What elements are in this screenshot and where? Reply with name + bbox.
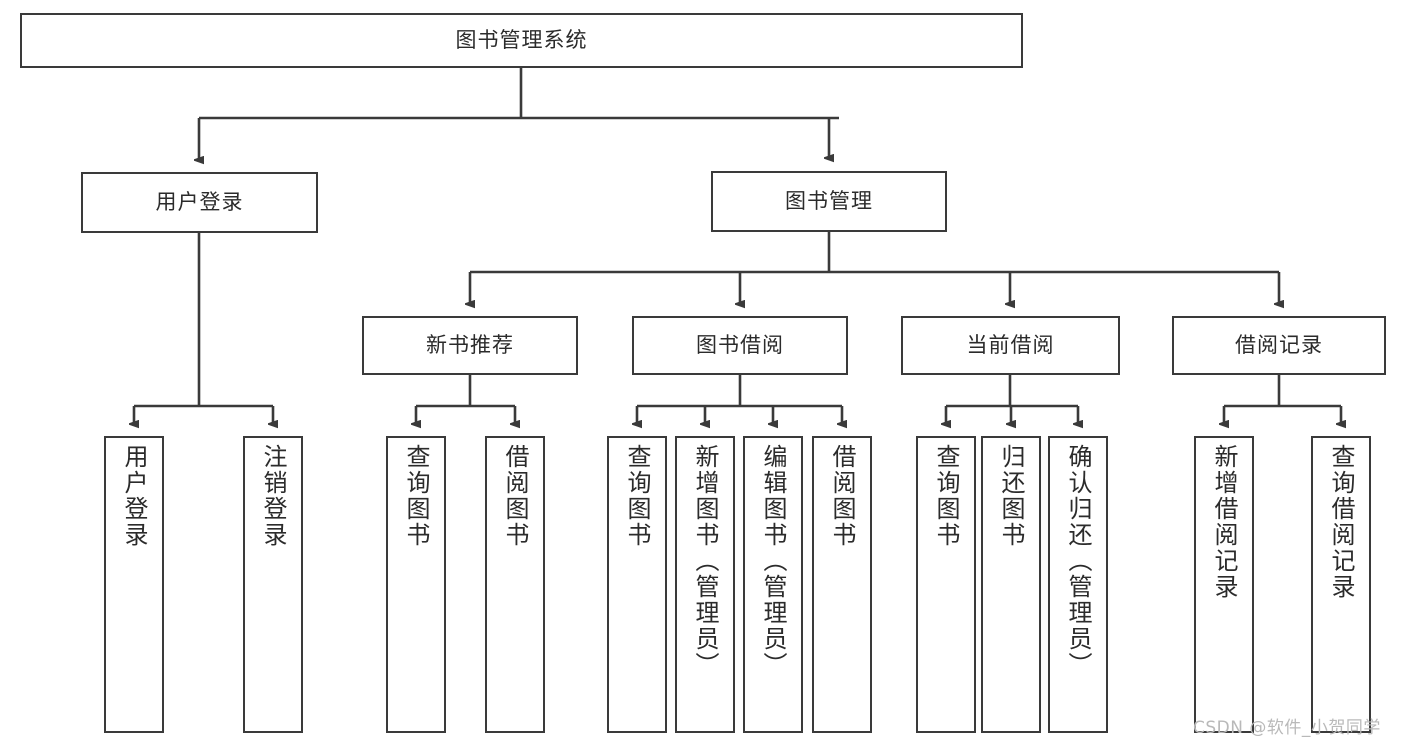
node-book-manage-label: 图书管理 (785, 189, 873, 214)
node-leaf-query-book-1-label: 查询图书 (402, 444, 430, 548)
node-root-label: 图书管理系统 (455, 28, 588, 53)
node-leaf-edit-book[interactable]: 编辑图书（管理员） (743, 436, 803, 733)
node-leaf-user-login[interactable]: 用户登录 (104, 436, 164, 733)
node-leaf-borrow-book-2[interactable]: 借阅图书 (812, 436, 872, 733)
node-leaf-query-book-2[interactable]: 查询图书 (607, 436, 667, 733)
node-leaf-user-login-label: 用户登录 (120, 444, 148, 548)
node-leaf-query-record[interactable]: 查询借阅记录 (1311, 436, 1371, 733)
node-leaf-borrow-book-2-label: 借阅图书 (828, 444, 856, 548)
node-leaf-logout-label: 注销登录 (259, 444, 287, 548)
node-leaf-borrow-book-1-label: 借阅图书 (501, 444, 529, 548)
node-leaf-query-book-1[interactable]: 查询图书 (386, 436, 446, 733)
node-leaf-add-record[interactable]: 新增借阅记录 (1194, 436, 1254, 733)
node-new-book-recommend-label: 新书推荐 (426, 333, 514, 358)
node-leaf-query-book-3-label: 查询图书 (932, 444, 960, 548)
node-leaf-query-book-3[interactable]: 查询图书 (916, 436, 976, 733)
node-leaf-confirm-return-label: 确认归还（管理员） (1064, 444, 1092, 678)
node-current-borrow[interactable]: 当前借阅 (901, 316, 1120, 375)
node-leaf-query-book-2-label: 查询图书 (623, 444, 651, 548)
node-leaf-add-book[interactable]: 新增图书（管理员） (675, 436, 735, 733)
node-leaf-return-book-label: 归还图书 (997, 444, 1025, 548)
node-user-login[interactable]: 用户登录 (81, 172, 318, 233)
node-new-book-recommend[interactable]: 新书推荐 (362, 316, 578, 375)
node-borrow-record-label: 借阅记录 (1235, 333, 1323, 358)
node-leaf-add-record-label: 新增借阅记录 (1210, 444, 1238, 600)
watermark: CSDN @软件_小贺同学 (1193, 718, 1381, 738)
node-leaf-return-book[interactable]: 归还图书 (981, 436, 1041, 733)
node-book-borrow[interactable]: 图书借阅 (632, 316, 848, 375)
node-book-borrow-label: 图书借阅 (696, 333, 784, 358)
node-current-borrow-label: 当前借阅 (966, 333, 1055, 358)
node-book-manage[interactable]: 图书管理 (711, 171, 947, 232)
node-leaf-confirm-return[interactable]: 确认归还（管理员） (1048, 436, 1108, 733)
node-leaf-edit-book-label: 编辑图书（管理员） (759, 444, 787, 678)
node-borrow-record[interactable]: 借阅记录 (1172, 316, 1386, 375)
node-leaf-borrow-book-1[interactable]: 借阅图书 (485, 436, 545, 733)
node-leaf-add-book-label: 新增图书（管理员） (691, 444, 719, 678)
node-root[interactable]: 图书管理系统 (20, 13, 1023, 68)
node-leaf-logout[interactable]: 注销登录 (243, 436, 303, 733)
node-leaf-query-record-label: 查询借阅记录 (1327, 444, 1355, 600)
node-user-login-label: 用户登录 (155, 190, 244, 215)
